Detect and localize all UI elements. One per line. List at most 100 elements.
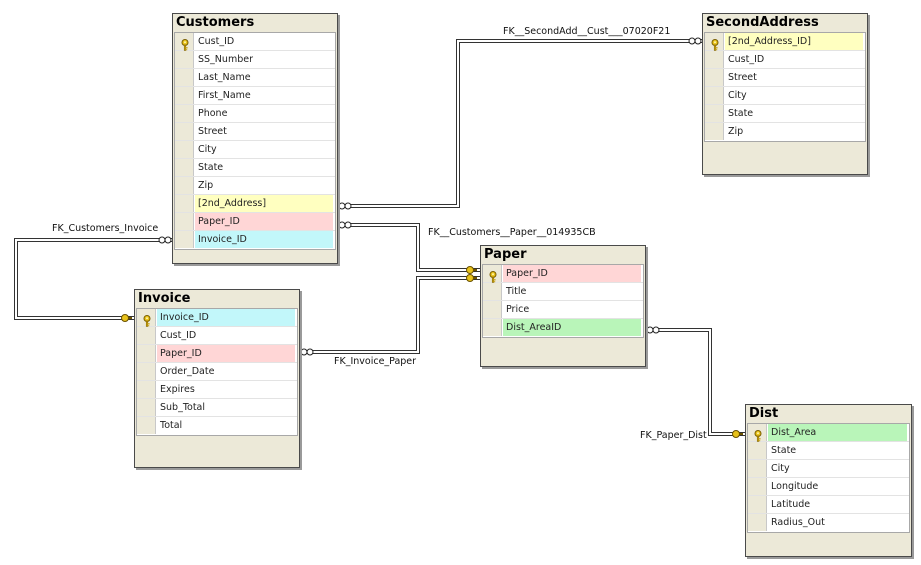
row-selector[interactable] [175,159,194,176]
row-selector[interactable] [175,33,194,51]
row-selector[interactable] [483,301,502,318]
row-selector[interactable] [175,87,194,104]
row-selector[interactable] [175,195,194,212]
table-row[interactable]: Dist_Area [748,424,909,442]
table-row[interactable]: First_Name [175,87,335,105]
second-address-table-title[interactable]: SecondAddress [706,15,819,30]
table-row[interactable]: State [748,442,909,460]
column-name: [2nd_Address_ID] [725,33,863,50]
column-name: Latitude [771,499,811,510]
table-row[interactable]: Street [175,123,335,141]
table-row[interactable]: City [748,460,909,478]
many-end-icon [158,236,172,244]
row-selector[interactable] [175,231,194,248]
connector-second-add[interactable] [338,39,702,208]
row-selector[interactable] [748,514,767,531]
column-name: Last_Name [198,72,251,83]
table-row[interactable]: City [175,141,335,159]
row-selector[interactable] [175,141,194,158]
row-selector[interactable] [705,105,724,122]
row-selector[interactable] [705,87,724,104]
column-name: City [728,90,747,101]
row-selector[interactable] [175,51,194,68]
table-row[interactable]: Phone [175,105,335,123]
fk-paper-dist-label[interactable]: FK_Paper_Dist [640,430,707,441]
row-selector[interactable] [137,345,156,362]
table-row[interactable]: Zip [175,177,335,195]
row-selector[interactable] [137,381,156,398]
table-row[interactable]: State [705,105,865,123]
table-row[interactable]: SS_Number [175,51,335,69]
paper-table-title[interactable]: Paper [484,247,527,262]
row-selector[interactable] [705,51,724,68]
table-row[interactable]: Paper_ID [483,265,643,283]
column-name: Sub_Total [160,402,206,413]
table-row[interactable]: Invoice_ID [175,231,335,249]
column-name: Street [728,72,757,83]
row-selector[interactable] [175,69,194,86]
table-row[interactable]: Paper_ID [175,213,335,231]
table-row[interactable]: Paper_ID [137,345,297,363]
connector-invoice-paper[interactable] [300,276,480,354]
table-row[interactable]: State [175,159,335,177]
table-row[interactable]: Title [483,283,643,301]
table-row[interactable]: Price [483,301,643,319]
table-row[interactable]: Latitude [748,496,909,514]
table-row[interactable]: [2nd_Address_ID] [705,33,865,51]
fk-customers-paper-label[interactable]: FK__Customers__Paper__014935CB [428,227,596,238]
table-row[interactable]: Sub_Total [137,399,297,417]
table-row[interactable]: Zip [705,123,865,141]
row-selector[interactable] [137,309,156,327]
dist-table-title[interactable]: Dist [749,406,779,421]
table-row[interactable]: Street [705,69,865,87]
many-end-icon [338,202,352,210]
table-row[interactable]: Cust_ID [705,51,865,69]
invoice-table-title[interactable]: Invoice [138,291,191,306]
row-selector[interactable] [748,460,767,477]
row-selector[interactable] [748,442,767,459]
fk-invoice-paper-label[interactable]: FK_Invoice_Paper [334,356,417,367]
table-row[interactable]: Dist_AreaID [483,319,643,337]
row-selector[interactable] [137,363,156,380]
row-selector[interactable] [748,496,767,513]
connector-customers-invoice[interactable] [14,238,172,320]
row-selector[interactable] [748,424,767,442]
row-selector[interactable] [748,478,767,495]
row-selector[interactable] [705,69,724,86]
table-row[interactable]: Invoice_ID [137,309,297,327]
row-selector[interactable] [175,123,194,140]
table-row[interactable]: Cust_ID [137,327,297,345]
connector-customers-paper[interactable] [338,223,480,272]
table-row[interactable]: [2nd_Address] [175,195,335,213]
table-row[interactable]: City [705,87,865,105]
table-row[interactable]: Order_Date [137,363,297,381]
table-row[interactable]: Last_Name [175,69,335,87]
column-name: Dist_Area [768,424,907,441]
fk-second-add-label[interactable]: FK__SecondAdd__Cust___07020F21 [503,26,671,37]
row-selector[interactable] [137,399,156,416]
customers-table-title[interactable]: Customers [176,15,255,30]
table-row[interactable]: Cust_ID [175,33,335,51]
row-selector[interactable] [137,417,156,434]
row-selector[interactable] [175,105,194,122]
row-selector[interactable] [175,213,194,230]
row-selector[interactable] [137,327,156,344]
row-selector[interactable] [705,123,724,140]
second-address-table[interactable]: SecondAddress [2nd_Address_ID]Cust_ID Str… [702,13,868,175]
row-selector[interactable] [483,319,502,336]
table-row[interactable]: Total [137,417,297,435]
table-row[interactable]: Expires [137,381,297,399]
connector-paper-dist[interactable] [646,328,745,436]
row-selector[interactable] [483,283,502,300]
row-selector[interactable] [483,265,502,283]
table-row[interactable]: Longitude [748,478,909,496]
table-row[interactable]: Radius_Out [748,514,909,532]
row-selector[interactable] [175,177,194,194]
fk-customers-invoice-label[interactable]: FK_Customers_Invoice [52,223,159,234]
row-selector[interactable] [705,33,724,51]
